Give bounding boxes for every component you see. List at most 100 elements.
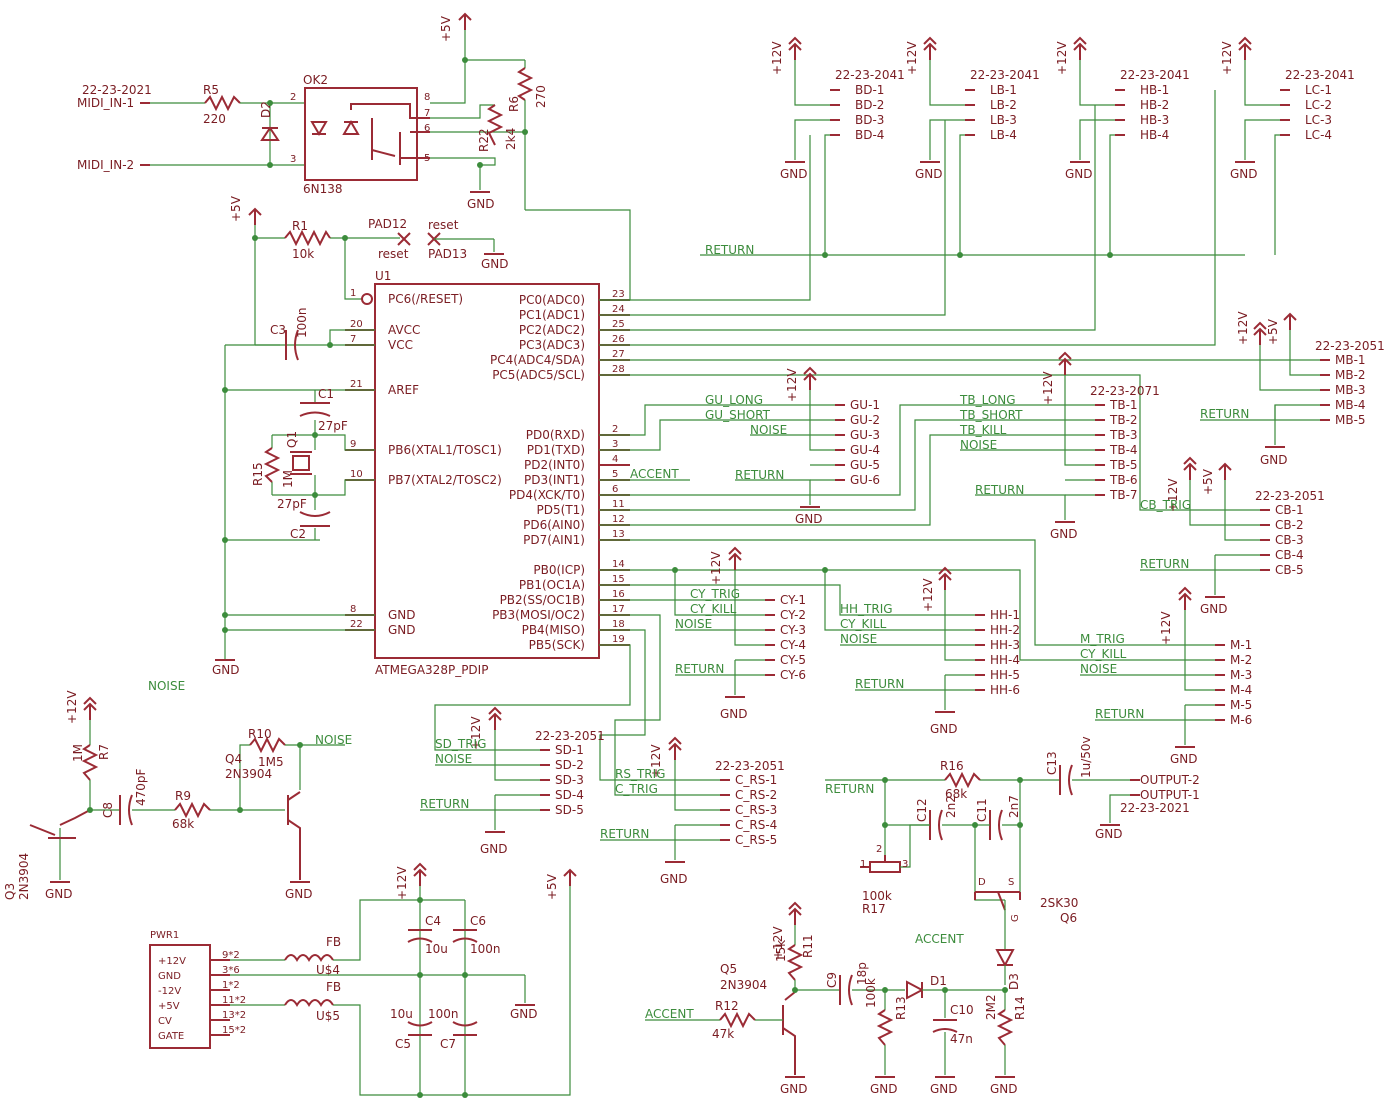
connector-gu: +12V GU_LONG GU_SHORT NOISE RETURN GND: [599, 367, 835, 526]
svg-text:220: 220: [203, 112, 226, 126]
svg-text:PWR1: PWR1: [150, 930, 179, 941]
capacitor-c2: 27pF C2: [277, 497, 331, 541]
mcu-pin-number: 16: [612, 589, 625, 600]
mcu-pin-name: GND: [388, 608, 416, 622]
svg-text:C2: C2: [290, 527, 306, 541]
svg-text:GND: GND: [1260, 453, 1288, 467]
connector-pin-label: GU-3: [850, 428, 880, 442]
connector-pin-label: C_RS-1: [735, 773, 777, 787]
pwr-pin-number: 1*2: [222, 980, 240, 991]
svg-text:22-23-2021: 22-23-2021: [1120, 801, 1190, 815]
mcu-pin-name: PC1(ADC1): [519, 308, 585, 322]
svg-text:27pF: 27pF: [277, 497, 307, 511]
svg-text:NOISE: NOISE: [840, 632, 877, 646]
svg-text:RETURN: RETURN: [735, 468, 784, 482]
mcu-pin-number: 8: [350, 604, 356, 615]
svg-text:Q3: Q3: [3, 883, 17, 900]
svg-text:D3: D3: [1007, 973, 1021, 990]
supply-label: +12V: [1220, 41, 1234, 75]
svg-text:100k: 100k: [864, 978, 878, 1008]
svg-text:270: 270: [534, 85, 548, 108]
mcu-pin-name: PC4(ADC4/SDA): [490, 353, 585, 367]
mcu-pin-number: 14: [612, 559, 625, 570]
connector-pin-label: SD-2: [555, 758, 584, 772]
connector-pin-label: GU-1: [850, 398, 880, 412]
svg-text:C9: C9: [825, 972, 839, 988]
svg-text:M_TRIG: M_TRIG: [1080, 632, 1125, 646]
connector-pin-label: CB-4: [1275, 548, 1304, 562]
svg-text:1u/50v: 1u/50v: [1079, 736, 1093, 778]
return-bus: RETURN: [700, 243, 1245, 258]
supply-12v-icon: [788, 37, 802, 61]
svg-text:100n: 100n: [470, 942, 501, 956]
connector-pin-label: LC-4: [1305, 128, 1332, 142]
svg-text:GND: GND: [930, 722, 958, 736]
connector-mb: 22-23-2051 +12V +5V RETURN GND: [1200, 311, 1385, 467]
svg-text:NOISE: NOISE: [675, 617, 712, 631]
connector-pin-label: M-5: [1230, 698, 1252, 712]
capacitor-c3: C3 100n: [270, 307, 309, 361]
svg-text:2N3904: 2N3904: [17, 853, 31, 900]
svg-text:GND: GND: [660, 872, 688, 886]
svg-text:+12V: +12V: [1159, 611, 1173, 645]
mcu-pin-name: PD1(TXD): [527, 443, 585, 457]
noise-label: NOISE: [148, 679, 185, 693]
connector-pin-label: M-3: [1230, 668, 1252, 682]
svg-text:+5V: +5V: [1266, 318, 1280, 345]
pwr-pin-number: 9*2: [222, 950, 240, 961]
connector-pin-label: MB-3: [1335, 383, 1366, 397]
mcu-pin-name: PB6(XTAL1/TOSC1): [388, 443, 502, 457]
svg-text:RETURN: RETURN: [975, 483, 1024, 497]
connector-pin-label: HB-4: [1140, 128, 1169, 142]
svg-text:R14: R14: [1013, 996, 1027, 1020]
wire: [1244, 119, 1280, 160]
svg-text:CY_KILL: CY_KILL: [840, 617, 887, 631]
svg-text:2SK30: 2SK30: [1040, 896, 1078, 910]
svg-text:GND: GND: [1095, 827, 1123, 841]
wire: [794, 119, 830, 160]
svg-text:68k: 68k: [945, 787, 967, 801]
connector-pin-label: SD-4: [555, 788, 584, 802]
svg-text:ACCENT: ACCENT: [630, 467, 679, 481]
svg-text:2: 2: [876, 844, 882, 855]
mcu-pin-number: 20: [350, 319, 363, 330]
svg-text:+12V: +12V: [65, 690, 79, 724]
connector-pin-label: TB-7: [1109, 488, 1138, 502]
svg-text:22-23-2051: 22-23-2051: [1315, 339, 1385, 353]
svg-text:1: 1: [860, 859, 866, 870]
svg-text:ACCENT: ACCENT: [645, 1007, 694, 1021]
mcu-pin-number: 25: [612, 319, 625, 330]
svg-text:R6: R6: [507, 96, 521, 112]
pwr-pin-name: GATE: [158, 1031, 184, 1042]
svg-text:+12V: +12V: [771, 926, 785, 960]
svg-text:U$5: U$5: [316, 1009, 340, 1023]
svg-text:GND: GND: [870, 1082, 898, 1096]
mcu-pin-name: GND: [388, 623, 416, 637]
connector-pin-label: CB-2: [1275, 518, 1304, 532]
supply-label: +12V: [770, 41, 784, 75]
mcu-pin-name: AREF: [388, 383, 419, 397]
connector-pin-label: HH-2: [990, 623, 1020, 637]
mcu-pin-number: 13: [612, 529, 625, 540]
svg-text:2M2: 2M2: [984, 994, 998, 1020]
mcu-pin-number: 9: [350, 439, 356, 450]
connector-pin-label: HB-1: [1140, 83, 1169, 97]
svg-text:6N138: 6N138: [303, 182, 343, 196]
svg-text:R7: R7: [97, 744, 111, 760]
top-connectors: 22-23-2041+12VBD-1BD-2BD-3BD-4GND22-23-2…: [770, 37, 1355, 255]
mcu-part: ATMEGA328P_PDIP: [375, 663, 488, 677]
connector-pin-label: CY-2: [780, 608, 806, 622]
wire: [794, 60, 830, 106]
connector-pin-label: CB-5: [1275, 563, 1304, 577]
svg-text:S: S: [1008, 877, 1014, 888]
svg-text:CY_TRIG: CY_TRIG: [690, 587, 740, 601]
wire: [929, 60, 965, 106]
svg-text:47n: 47n: [950, 1032, 973, 1046]
svg-text:C4: C4: [425, 914, 441, 928]
svg-text:10u: 10u: [425, 942, 448, 956]
pwr-pin-number: 15*2: [222, 1025, 246, 1036]
crystal-q1: Q1: [285, 431, 312, 475]
svg-text:NOISE: NOISE: [960, 438, 997, 452]
